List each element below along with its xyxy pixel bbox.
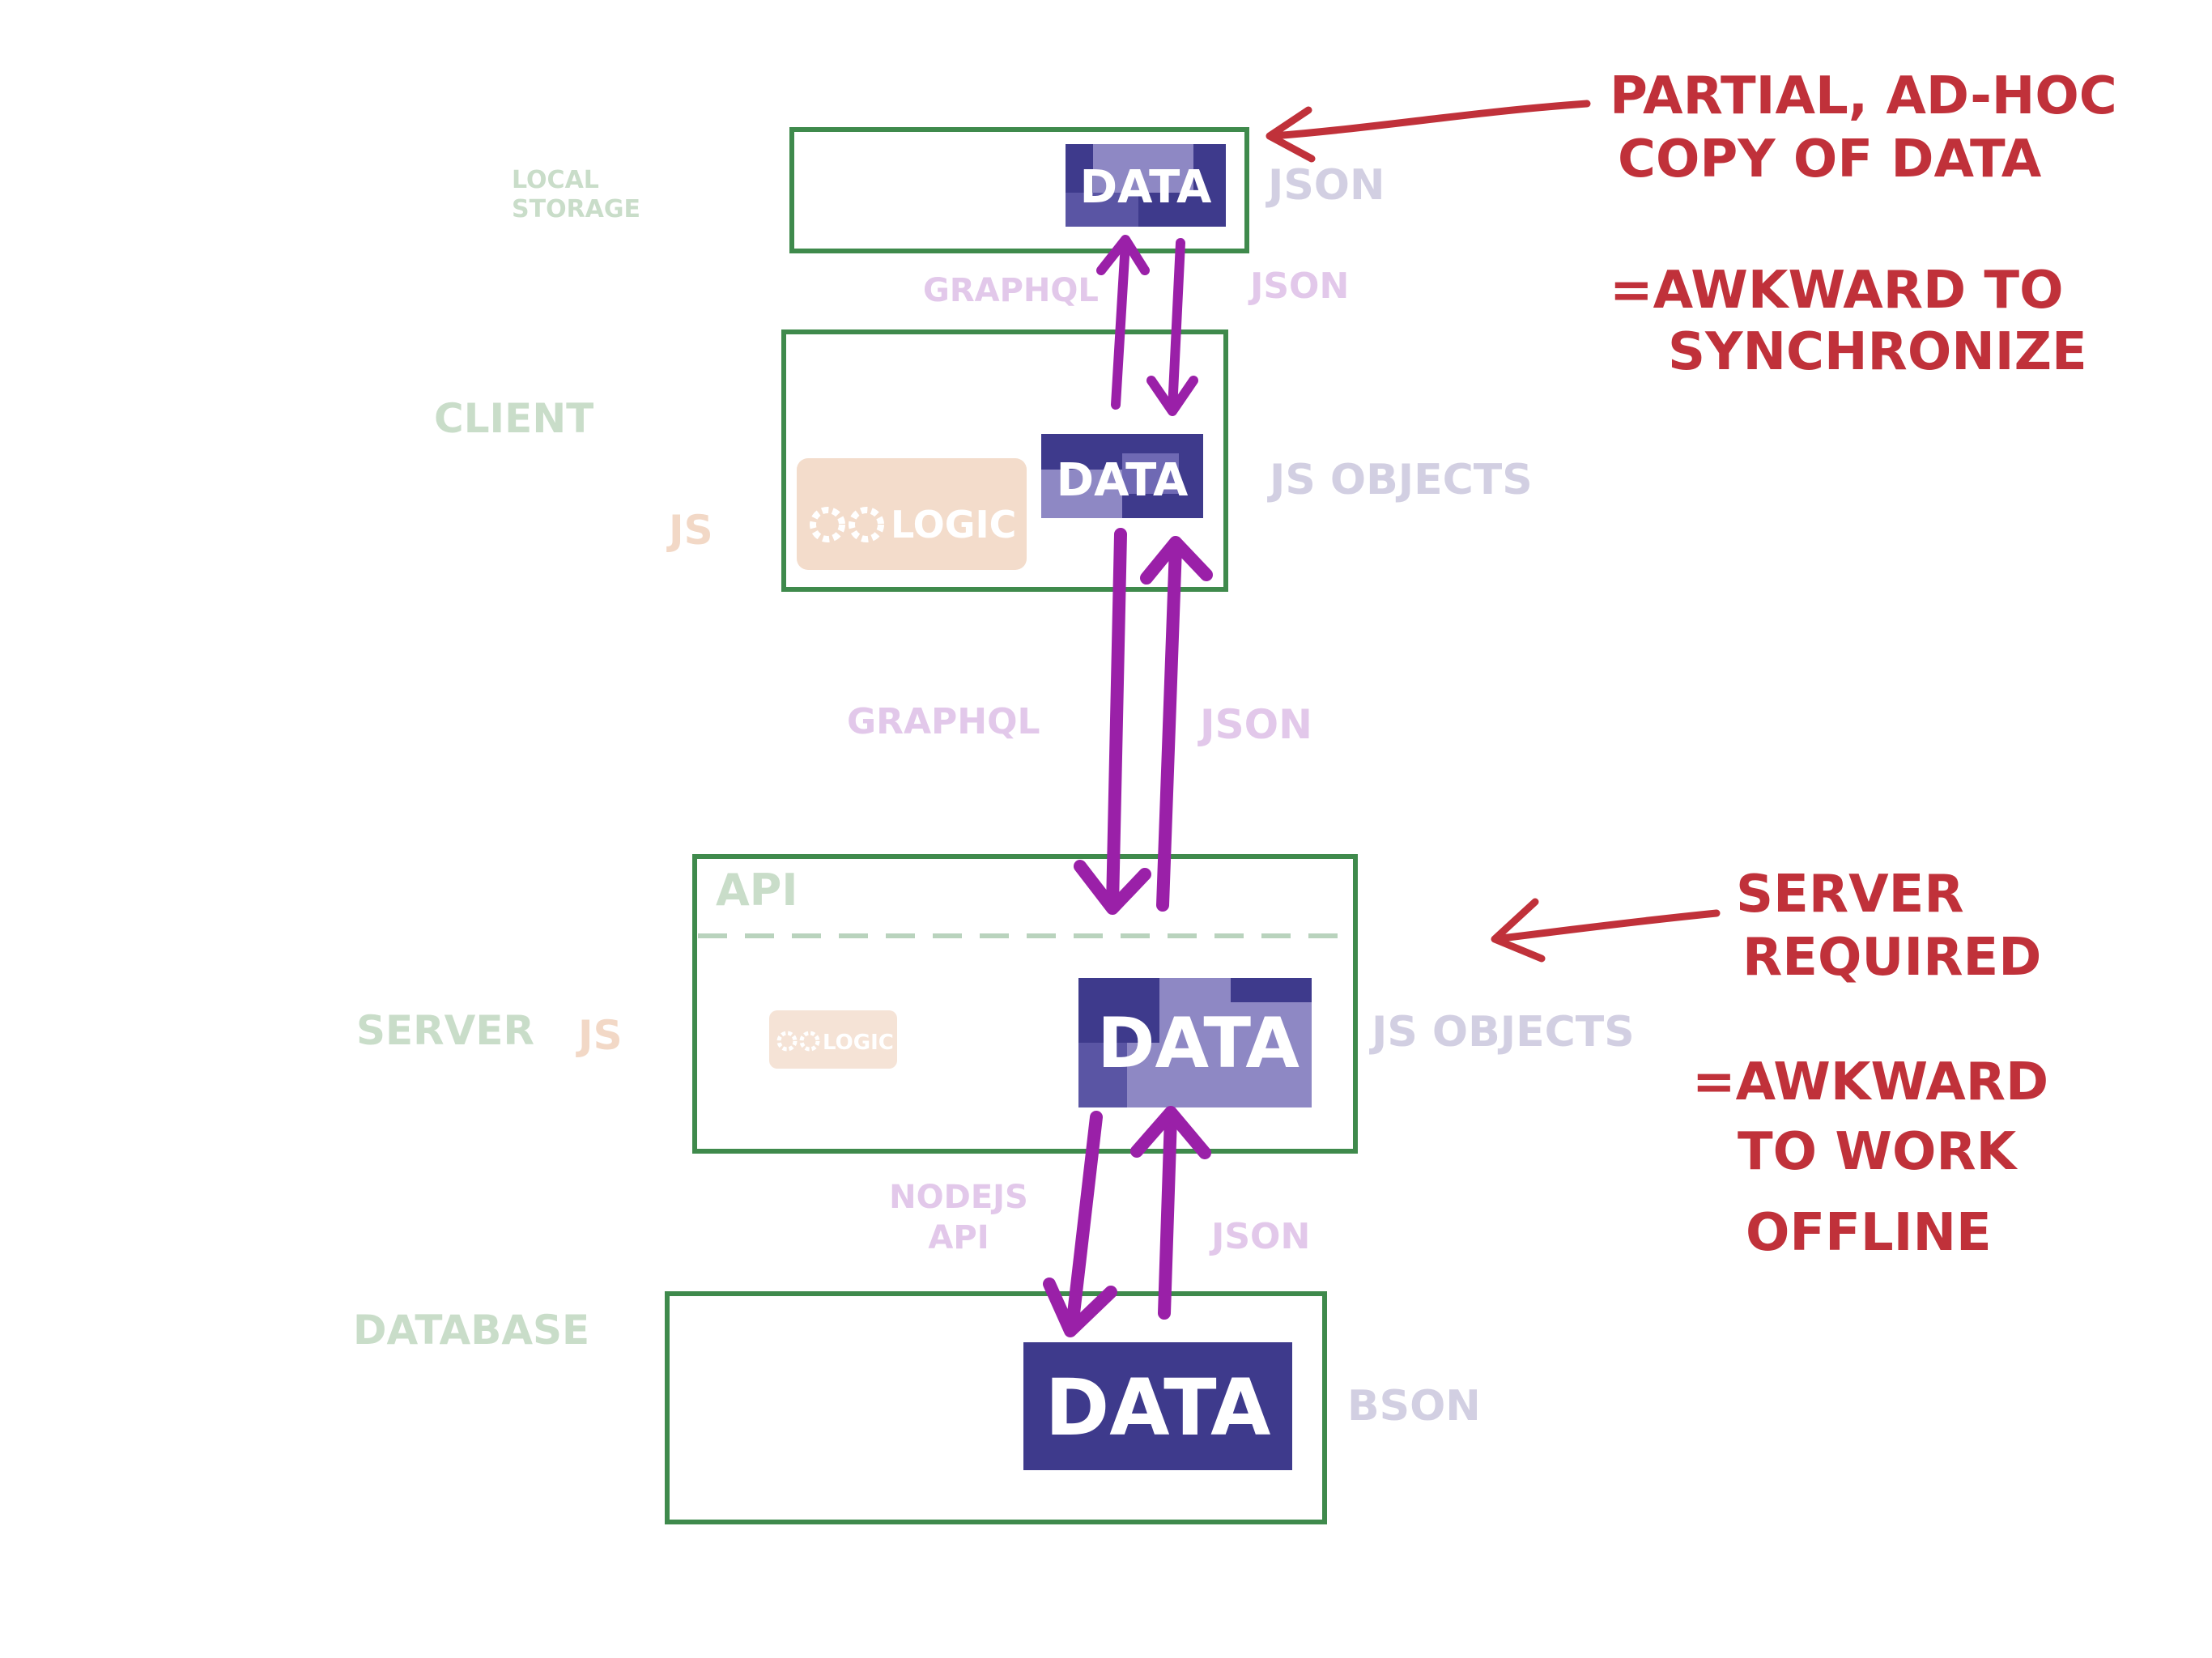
local-storage-data-block: DATA	[1066, 144, 1226, 227]
server-logic-block: LOGIC	[769, 1010, 897, 1069]
server-data-block: DATA	[1078, 978, 1312, 1107]
gear-icon	[810, 507, 845, 542]
server-label: SERVER	[356, 1007, 534, 1054]
client-label: CLIENT	[434, 395, 593, 442]
arrowhead-down	[1043, 1278, 1117, 1337]
client-box	[781, 329, 1228, 592]
database-label: DATABASE	[353, 1307, 589, 1354]
arrowhead-up	[1140, 536, 1213, 585]
local-storage-label-line2: STORAGE	[512, 195, 640, 223]
local-storage-layer: LOCAL STORAGE DATA JSON	[512, 127, 1385, 253]
top-note-line1: PARTIAL, AD-HOC	[1610, 66, 2117, 126]
server-lang: JS	[576, 1012, 623, 1059]
bottom-annotation: SERVER REQUIRED =AWKWARD TO WORK OFFLINE	[1491, 865, 2048, 1263]
server-db-down-label-line1: NODEJS	[889, 1179, 1028, 1216]
connection-labels: GRAPHQL JSON GRAPHQL JSON NODEJS API JSO…	[847, 266, 1349, 1257]
bottom-note-line2: REQUIRED	[1742, 928, 2041, 988]
client-logic-label: LOGIC	[891, 503, 1016, 546]
arrow-down-server-to-db	[1066, 1111, 1103, 1334]
arrow-up-server-to-client	[1156, 541, 1182, 912]
arrow-up-client-to-storage	[1111, 238, 1130, 410]
pointer-arrow	[1491, 898, 1721, 963]
client-server-up-label: JSON	[1197, 701, 1312, 748]
storage-client-down-label: JSON	[1248, 266, 1349, 307]
client-layer: CLIENT JS LOGIC DATA JS OBJECTS	[434, 329, 1533, 592]
server-box	[692, 854, 1358, 1154]
arrowhead-up	[1130, 1106, 1211, 1159]
server-data-label: DATA	[1097, 1003, 1300, 1084]
arrow-down-storage-to-client	[1168, 238, 1185, 414]
server-format: JS OBJECTS	[1369, 1008, 1635, 1056]
client-lang: JS	[666, 507, 713, 554]
gear-icon	[849, 507, 884, 542]
gear-icon	[799, 1031, 820, 1052]
bottom-note-line1: SERVER	[1736, 865, 1964, 925]
storage-client-up-label: GRAPHQL	[923, 272, 1099, 309]
database-data-label: DATA	[1045, 1363, 1271, 1453]
database-layer: DATABASE DATA BSON	[353, 1291, 1481, 1524]
server-db-up-label: JSON	[1209, 1216, 1310, 1257]
client-data-label: DATA	[1057, 454, 1189, 507]
local-storage-box	[789, 127, 1249, 253]
arrow-up-db-to-server	[1158, 1111, 1177, 1320]
arrow-down-client-to-server	[1106, 528, 1127, 912]
arrowhead-down	[1074, 860, 1151, 915]
pointer-arrow	[1266, 100, 1591, 163]
top-annotation: PARTIAL, AD-HOC COPY OF DATA =AWKWARD TO…	[1266, 66, 2117, 382]
client-format: JS OBJECTS	[1267, 456, 1533, 504]
arrowhead-down	[1146, 376, 1198, 416]
local-storage-data-label: DATA	[1080, 161, 1212, 214]
top-note-line2: COPY OF DATA	[1618, 130, 2042, 189]
database-box	[665, 1291, 1327, 1524]
bottom-note-line4: TO WORK	[1738, 1122, 2018, 1182]
client-logic-block: LOGIC	[797, 458, 1027, 570]
gear-icon	[776, 1031, 798, 1052]
server-layer: API SERVER JS LOGIC DATA JS OBJECTS	[356, 854, 1635, 1154]
database-data-block: DATA	[1023, 1342, 1292, 1470]
client-data-block: DATA	[1041, 434, 1203, 518]
arrowhead-up	[1096, 235, 1150, 275]
bottom-note-line3: =AWKWARD	[1692, 1052, 2048, 1112]
local-storage-format: JSON	[1266, 161, 1385, 210]
server-logic-label: LOGIC	[823, 1031, 894, 1055]
server-api-label: API	[716, 865, 798, 916]
client-server-down-label: GRAPHQL	[847, 701, 1040, 742]
server-db-down-label-line2: API	[928, 1219, 989, 1256]
database-format: BSON	[1347, 1382, 1481, 1431]
top-note-line4: SYNCHRONIZE	[1668, 322, 2087, 382]
bottom-note-line5: OFFLINE	[1746, 1203, 1992, 1263]
arrows	[1043, 235, 1213, 1337]
top-note-line3: =AWKWARD TO	[1610, 261, 2063, 321]
local-storage-label-line1: LOCAL	[512, 166, 599, 194]
